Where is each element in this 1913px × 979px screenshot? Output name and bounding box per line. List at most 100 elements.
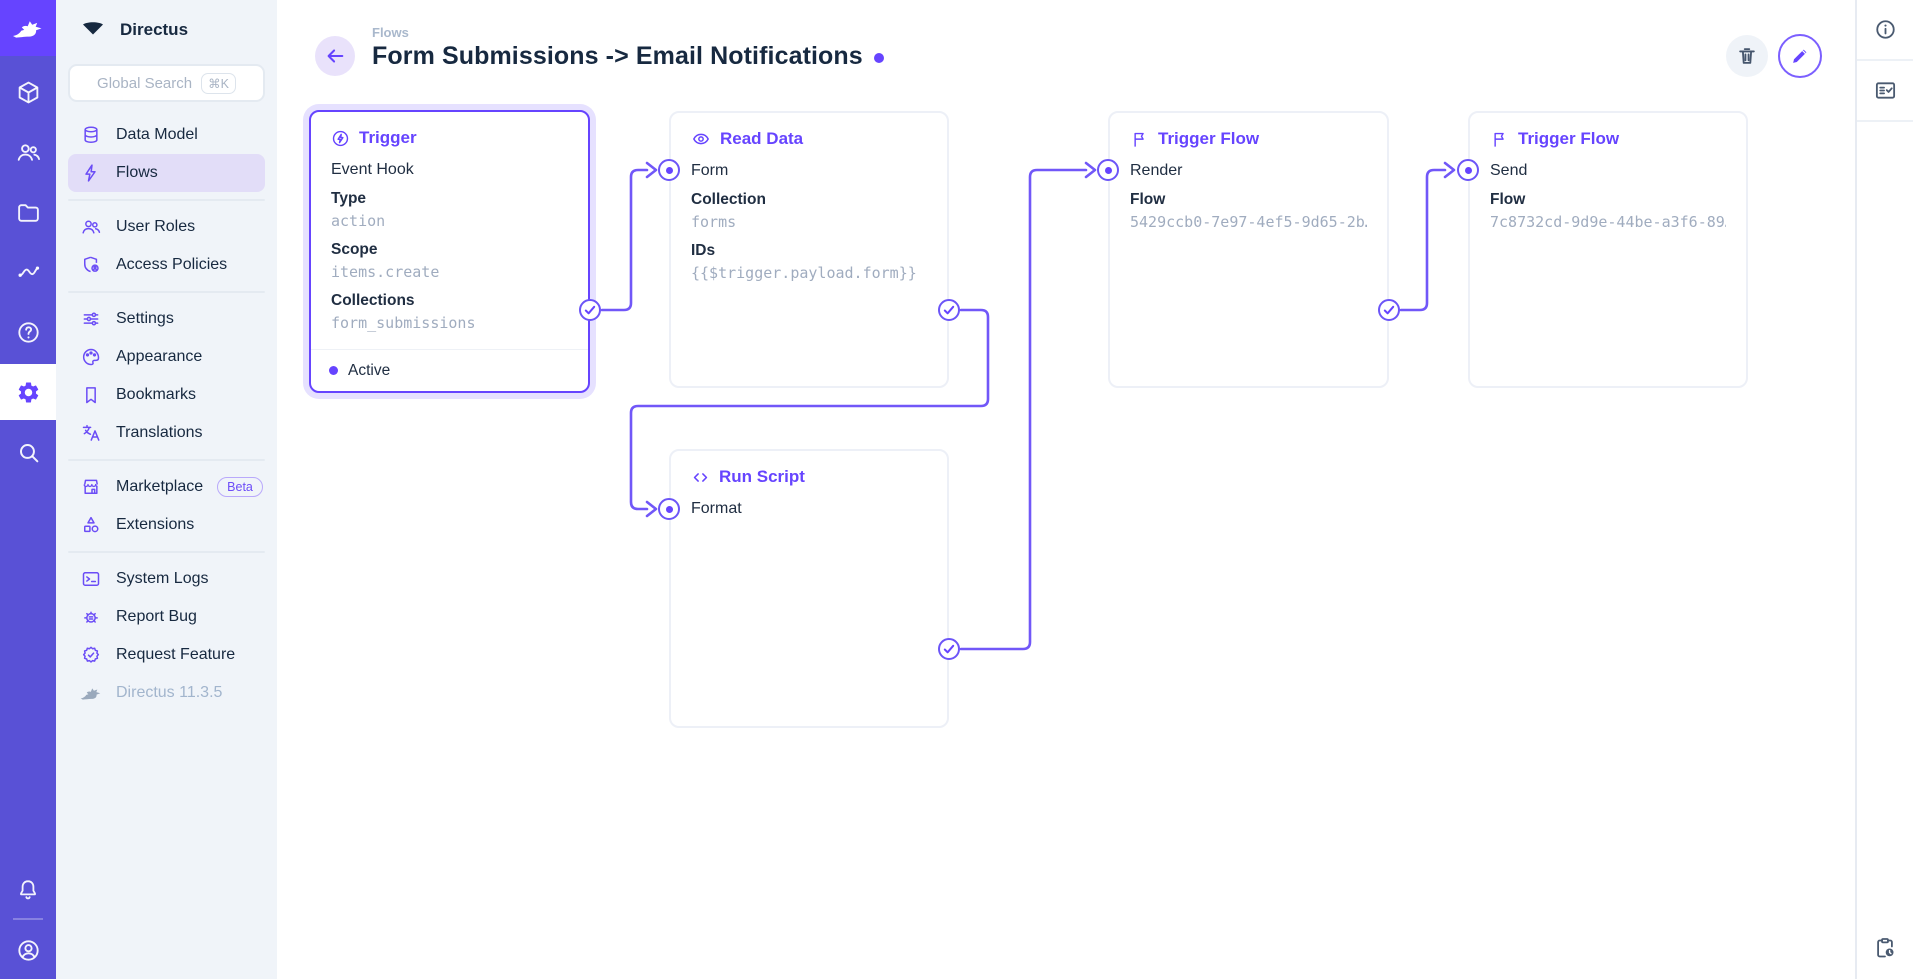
connector-readdata-input[interactable] [658, 159, 680, 181]
module-bar-divider [13, 918, 43, 920]
directus-logo[interactable] [0, 0, 56, 56]
eye-icon [693, 133, 709, 145]
sidebar-item-extensions[interactable]: Extensions [68, 506, 265, 544]
account-button[interactable] [0, 922, 56, 978]
project-header[interactable]: Directus [68, 4, 265, 56]
active-dot [329, 366, 338, 375]
project-name: Directus [120, 20, 189, 39]
module-insights[interactable] [0, 244, 56, 300]
sidebar-item-label: Bookmarks [116, 386, 197, 403]
sidebar-item-label: Data Model [116, 126, 198, 143]
sidebar-item-label: Translations [116, 424, 203, 441]
module-search[interactable] [0, 424, 56, 480]
sidebar-item-user-roles[interactable]: User Roles [68, 208, 265, 246]
connector-send-input[interactable] [1457, 159, 1479, 181]
sidebar-item-data-model[interactable]: Data Model [68, 116, 265, 154]
sidebar-item-marketplace[interactable]: Marketplace Beta [68, 468, 265, 506]
sidebar-item-label: Settings [116, 310, 174, 327]
connector-readdata-resolve[interactable] [938, 299, 960, 321]
shapes-icon [80, 514, 102, 536]
field-value: items.create [331, 263, 440, 281]
status-label: Active [348, 361, 391, 379]
field-value: 5429ccb0-7e97-4ef5-9d65-2b… [1130, 213, 1367, 231]
fact-check-icon [1875, 82, 1895, 99]
module-help[interactable] [0, 304, 56, 360]
trigger-status: Active [311, 349, 588, 391]
sidebar-item-label: Report Bug [116, 608, 197, 625]
nav-divider [68, 551, 265, 553]
sidebar-item-request-feature[interactable]: Request Feature [68, 636, 265, 674]
people-icon [80, 216, 102, 238]
cube-icon [18, 81, 38, 103]
input-dot-icon [1104, 166, 1112, 174]
field-label: Collections [331, 292, 415, 309]
sidebar-item-bookmarks[interactable]: Bookmarks [68, 376, 265, 414]
operation-name: Send [1490, 162, 1528, 179]
sidebar-item-label: Marketplace [116, 478, 204, 495]
field-label: Flow [1130, 191, 1166, 208]
nav-divider [68, 199, 265, 201]
module-users[interactable] [0, 124, 56, 180]
info-icon [1875, 20, 1895, 39]
directus-rabbit-icon [80, 682, 102, 704]
sidebar-item-access-policies[interactable]: Access Policies [68, 246, 265, 284]
beta-badge: Beta [217, 477, 263, 497]
operation-name: Form [691, 162, 729, 179]
sidebar-validation-section[interactable] [1857, 61, 1913, 122]
shield-lock-icon [80, 254, 102, 276]
connector-trigger-resolve[interactable] [579, 299, 601, 321]
search-shortcut-badge: ⌘K [201, 72, 236, 94]
flag-icon [1494, 132, 1504, 147]
flow-card-run-script[interactable]: Run Script Format [669, 449, 949, 728]
connector-runscript-input[interactable] [658, 498, 680, 520]
module-content[interactable] [0, 64, 56, 120]
sidebar-item-label: Appearance [116, 348, 203, 365]
connector-runscript-resolve[interactable] [938, 638, 960, 660]
connector-render-input[interactable] [1097, 159, 1119, 181]
logs-drawer-button[interactable] [1857, 917, 1913, 979]
field-value: action [331, 212, 386, 230]
sidebar-item-appearance[interactable]: Appearance [68, 338, 265, 376]
project-logo-icon [83, 22, 103, 35]
delete-flow-button[interactable] [1726, 35, 1768, 77]
sidebar-item-label: Access Policies [116, 256, 228, 273]
sidebar-item-system-logs[interactable]: System Logs [68, 560, 265, 598]
bolt-circle-icon [332, 130, 349, 146]
sidebar-item-flows[interactable]: Flows [68, 154, 265, 192]
global-search-input[interactable]: Global Search ⌘K [68, 64, 265, 102]
sidebar-info-section[interactable] [1857, 0, 1913, 61]
help-circle-icon [17, 321, 39, 343]
operation-name: Format [691, 500, 742, 517]
sidebar-item-label: Extensions [116, 516, 195, 533]
right-sidebar [1855, 0, 1913, 979]
sidebar-item-report-bug[interactable]: Report Bug [68, 598, 265, 636]
directus-rabbit-icon [13, 21, 42, 38]
sidebar-item-translations[interactable]: Translations [68, 414, 265, 452]
sidebar-item-settings[interactable]: Settings [68, 300, 265, 338]
notifications-button[interactable] [0, 862, 56, 918]
account-circle-icon [17, 939, 39, 961]
sidebar-item-label: User Roles [116, 218, 196, 235]
module-files[interactable] [0, 184, 56, 240]
pencil-icon [1793, 49, 1807, 63]
breadcrumb[interactable]: Flows [372, 25, 409, 40]
field-label: Type [331, 190, 367, 207]
module-bar [0, 0, 56, 979]
trash-icon [1739, 48, 1755, 64]
module-settings[interactable] [0, 364, 56, 420]
card-type-label: Trigger [359, 128, 417, 147]
check-icon [943, 305, 955, 315]
version-row: Directus 11.3.5 [68, 674, 265, 712]
connector-render-resolve[interactable] [1378, 299, 1400, 321]
back-button[interactable] [315, 36, 355, 76]
database-icon [80, 124, 102, 146]
bookmark-icon [80, 384, 102, 406]
edit-flow-button[interactable] [1778, 34, 1822, 78]
sidebar-item-label: System Logs [116, 570, 209, 587]
arrow-left-icon [327, 49, 344, 63]
nav-divider [68, 291, 265, 293]
